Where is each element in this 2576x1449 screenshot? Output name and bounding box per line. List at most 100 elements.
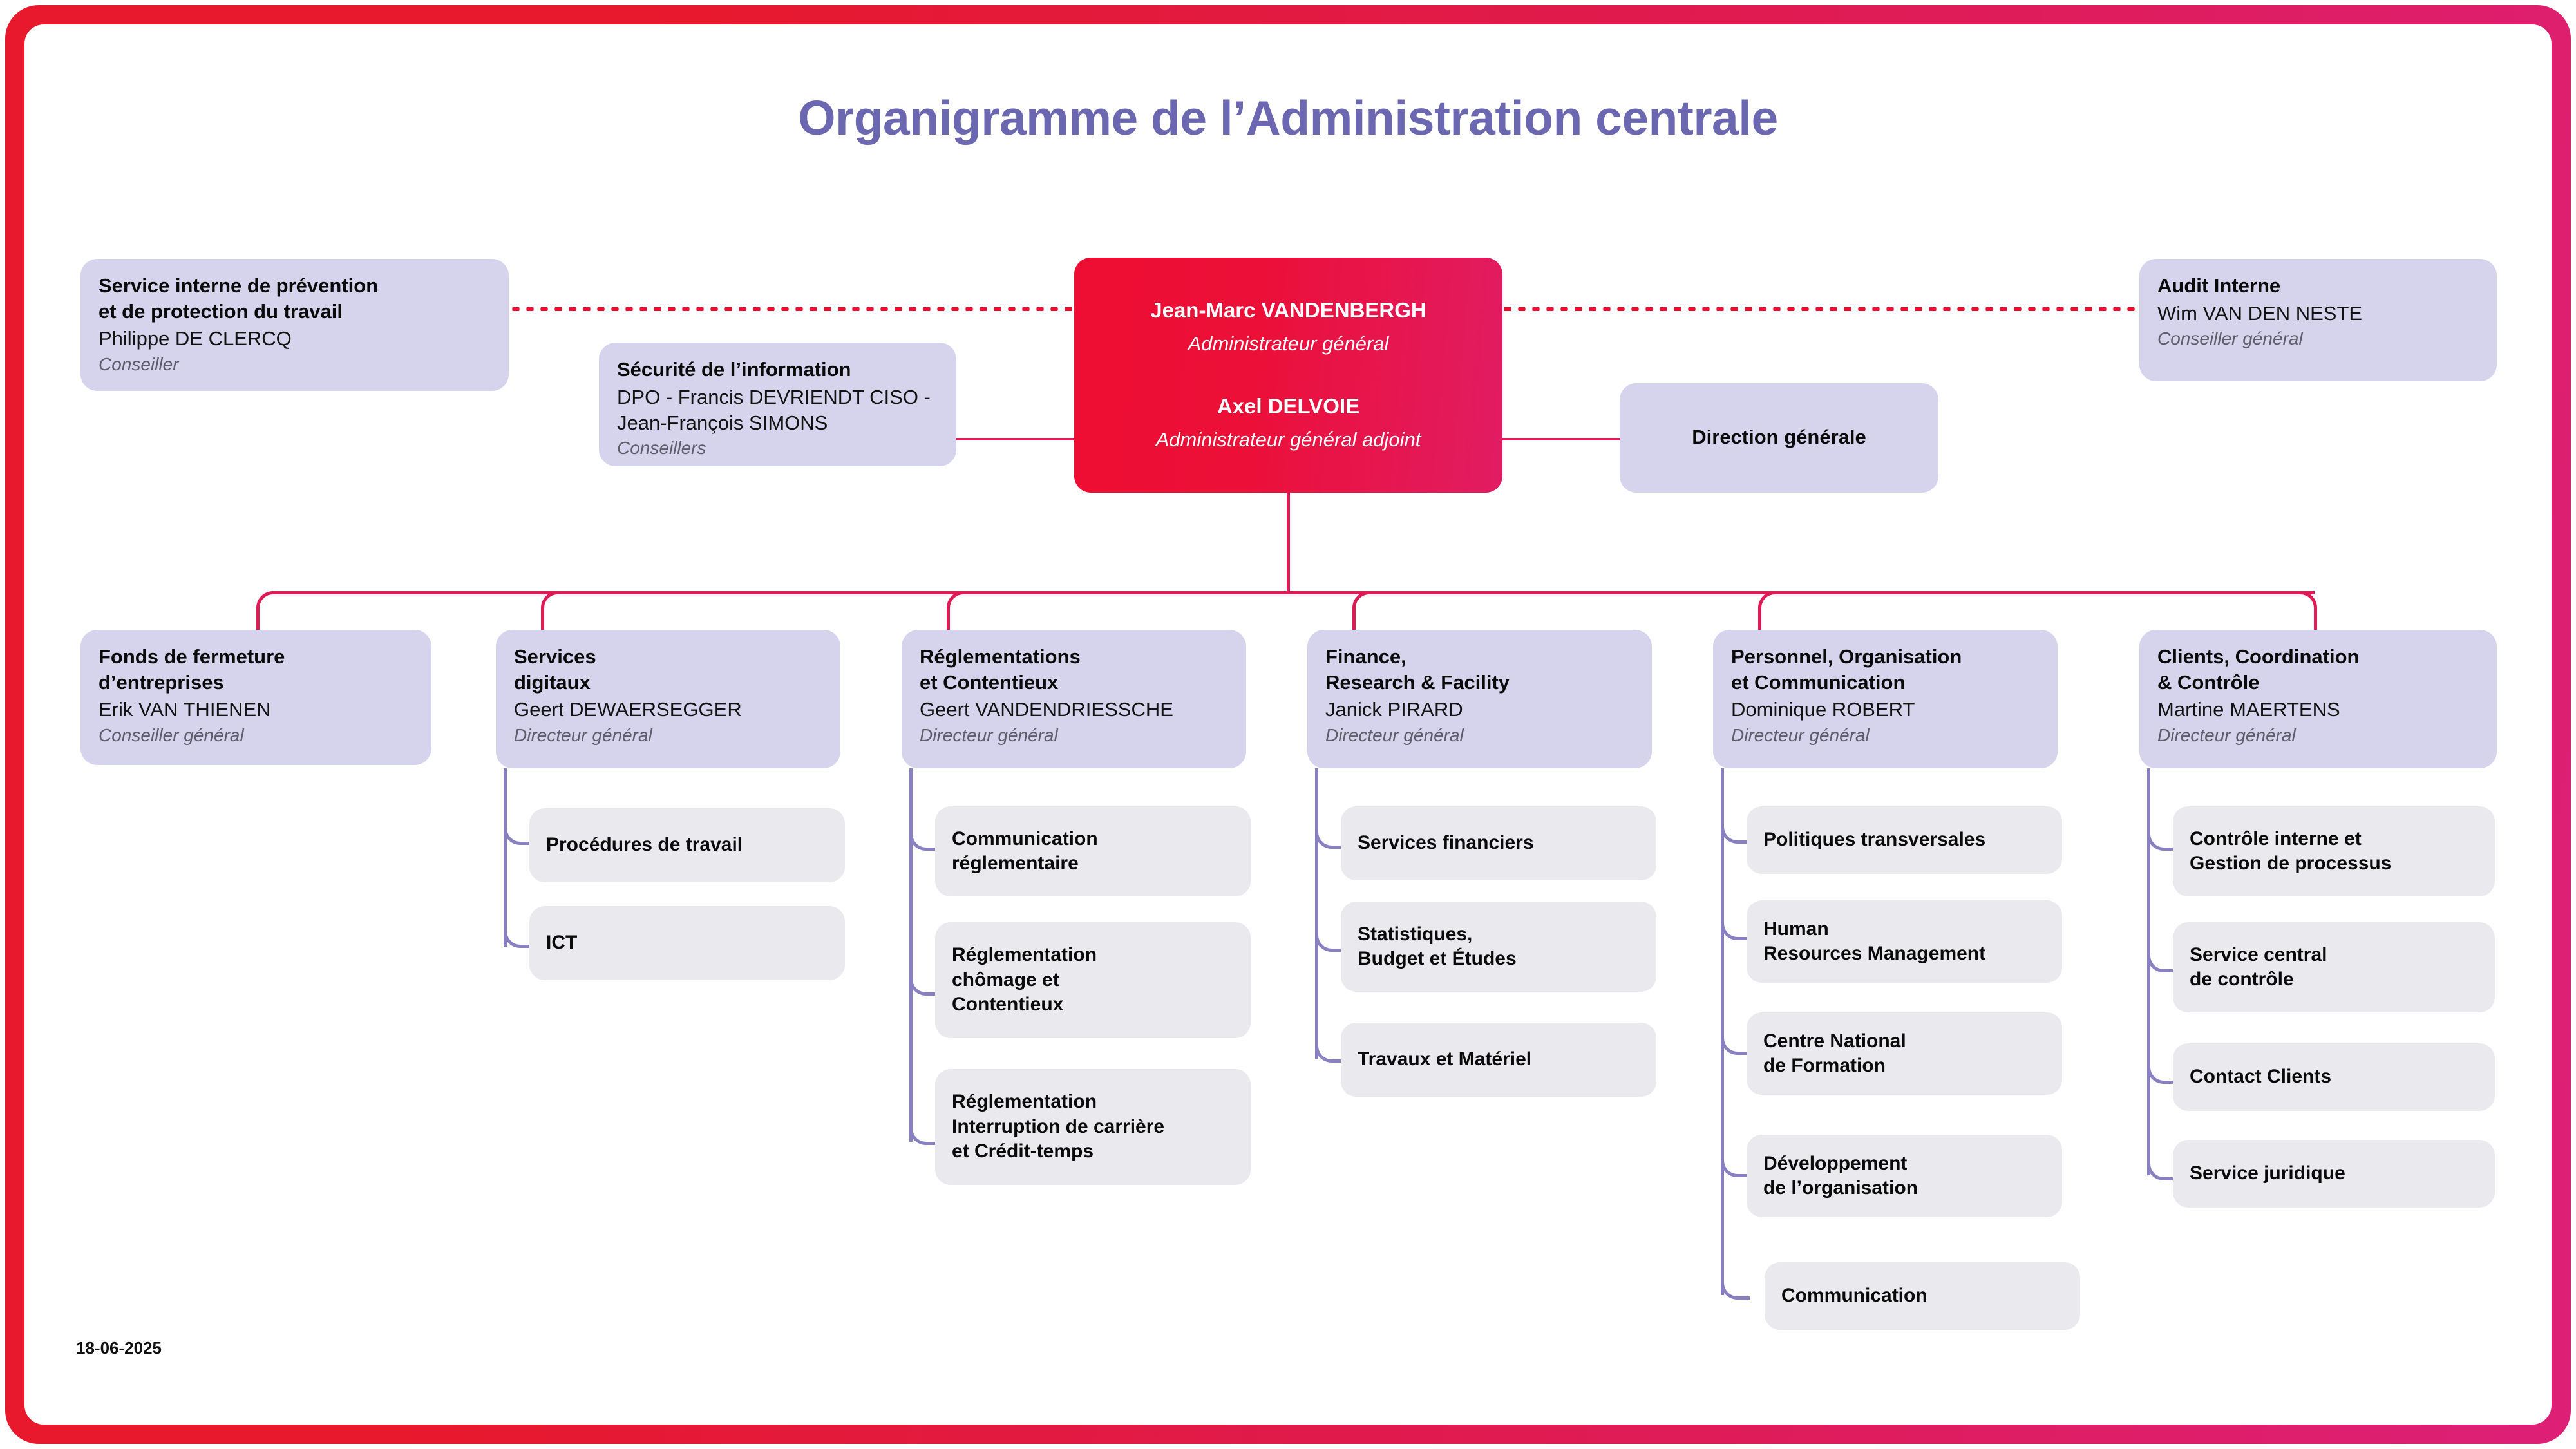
sub-department-4-child-0-label: Politiques transversales [1763, 829, 1986, 851]
sub-department-5-child-2[interactable]: Contact Clients [2173, 1043, 2495, 1111]
connector-security-to-central [953, 438, 1079, 440]
bus-bar [277, 591, 2315, 594]
node-direction-generale[interactable]: Direction générale [1620, 383, 1938, 493]
sub-department-4-child-4-label: Communication [1781, 1285, 1927, 1307]
sub-department-5-child-2-label: Contact Clients [2190, 1066, 2332, 1088]
node-department-2-role: Directeur général [920, 724, 1058, 745]
sub-department-4-child-2-label: Centre National de Formation [1763, 1030, 1906, 1076]
elbow-department-5-child-0 [2147, 800, 2176, 851]
node-audit-title: Audit Interne [2157, 274, 2281, 297]
node-prevention[interactable]: Service interne de prévention et de prot… [80, 259, 509, 391]
sub-department-3-child-1-label: Statistiques, Budget et Études [1358, 923, 1517, 969]
sub-department-4-child-2[interactable]: Centre National de Formation [1747, 1012, 2062, 1095]
sub-department-4-child-3-label: Développement de l’organisation [1763, 1152, 1918, 1198]
sub-department-3-child-1[interactable]: Statistiques, Budget et Études [1341, 902, 1656, 992]
elbow-department-4-child-3 [1721, 1127, 1750, 1177]
sub-department-3-child-2[interactable]: Travaux et Matériel [1341, 1023, 1656, 1097]
footer-date: 18-06-2025 [76, 1338, 162, 1358]
elbow-department-4-child-4 [1721, 1249, 1750, 1300]
sub-department-4-child-1[interactable]: Human Resources Management [1747, 900, 2062, 983]
node-department-0-title: Fonds de fermeture d’entreprises [99, 645, 285, 694]
node-department-0-person: Erik VAN THIENEN [99, 698, 271, 721]
node-prevention-role: Conseiller [99, 354, 179, 374]
sub-department-2-child-0-label: Communication réglementaire [952, 828, 1098, 874]
node-department-5-person: Martine MAERTENS [2157, 698, 2340, 721]
sub-department-2-child-0[interactable]: Communication réglementaire [935, 806, 1251, 896]
bus-drop-col2 [541, 591, 567, 630]
drop-col1 [256, 626, 259, 632]
central-admin-name: Jean-Marc VANDENBERGH [1150, 298, 1426, 322]
node-department-1[interactable]: Services digitaux Geert DEWAERSEGGER Dir… [496, 630, 840, 768]
node-central-administration[interactable]: Jean-Marc VANDENBERGH Administrateur gén… [1074, 258, 1502, 493]
elbow-department-1-child-0 [504, 799, 533, 845]
node-department-4[interactable]: Personnel, Organisation et Communication… [1713, 630, 2058, 768]
elbow-department-2-child-0 [909, 800, 938, 851]
drop-col6 [2315, 626, 2317, 632]
node-direction-generale-title: Direction générale [1692, 426, 1866, 449]
sub-department-4-child-1-label: Human Resources Management [1763, 918, 1986, 964]
node-prevention-title: Service interne de prévention et de prot… [99, 274, 379, 323]
sub-department-1-child-0[interactable]: Procédures de travail [529, 808, 845, 882]
bus-drop-col4 [1352, 591, 1378, 630]
elbow-department-3-child-1 [1315, 902, 1344, 952]
node-department-3[interactable]: Finance, Research & Facility Janick PIRA… [1307, 630, 1652, 768]
sub-department-3-child-0[interactable]: Services financiers [1341, 806, 1656, 880]
elbow-department-5-child-2 [2147, 1034, 2176, 1084]
elbow-department-4-child-1 [1721, 890, 1750, 940]
node-department-2[interactable]: Réglementations et Contentieux Geert VAN… [902, 630, 1246, 768]
sub-department-1-child-1-label: ICT [546, 932, 578, 954]
node-department-1-person: Geert DEWAERSEGGER [514, 698, 742, 721]
sub-department-5-child-0[interactable]: Contrôle interne et Gestion de processus [2173, 806, 2495, 896]
sub-department-3-child-2-label: Travaux et Matériel [1358, 1048, 1532, 1070]
elbow-department-1-child-1 [504, 902, 533, 948]
sub-department-5-child-3[interactable]: Service juridique [2173, 1140, 2495, 1208]
node-department-4-person: Dominique ROBERT [1731, 698, 1915, 721]
elbow-department-3-child-2 [1315, 1012, 1344, 1063]
node-department-2-person: Geert VANDENDRIESSCHE [920, 698, 1173, 721]
elbow-department-5-child-1 [2147, 922, 2176, 972]
node-security-person: DPO - Francis DEVRIENDT CISO - Jean-Fran… [617, 385, 931, 434]
sub-department-1-child-1[interactable]: ICT [529, 906, 845, 980]
bus-drop-col3 [947, 591, 972, 630]
node-department-1-role: Directeur général [514, 724, 652, 745]
node-security-role: Conseillers [617, 438, 706, 459]
bus-corner-right [2291, 591, 2317, 630]
sub-department-4-child-4[interactable]: Communication [1765, 1262, 2080, 1330]
sub-department-5-child-0-label: Contrôle interne et Gestion de processus [2190, 828, 2392, 874]
node-department-4-title: Personnel, Organisation et Communication [1731, 645, 1962, 694]
sub-department-5-child-1[interactable]: Service central de contrôle [2173, 922, 2495, 1012]
node-department-5-role: Directeur général [2157, 724, 2296, 745]
sub-department-2-child-2[interactable]: Réglementation Interruption de carrière … [935, 1069, 1251, 1185]
node-audit-person: Wim VAN DEN NESTE [2157, 301, 2363, 325]
connector-central-to-direction [1501, 438, 1620, 440]
node-department-1-title: Services digitaux [514, 645, 596, 694]
node-department-0[interactable]: Fonds de fermeture d’entreprises Erik VA… [80, 630, 431, 765]
connector-prevention-to-central [509, 307, 1075, 311]
node-audit-role: Conseiller général [2157, 328, 2303, 348]
node-department-3-person: Janick PIRARD [1325, 698, 1463, 721]
elbow-department-5-child-3 [2147, 1130, 2176, 1180]
node-audit[interactable]: Audit Interne Wim VAN DEN NESTE Conseill… [2139, 259, 2497, 381]
sub-department-3-child-0-label: Services financiers [1358, 832, 1534, 854]
node-department-5[interactable]: Clients, Coordination & Contrôle Martine… [2139, 630, 2497, 768]
node-department-2-title: Réglementations et Contentieux [920, 645, 1081, 694]
node-department-4-role: Directeur général [1731, 724, 1870, 745]
connector-central-to-audit [1501, 307, 2145, 311]
connector-central-stem [1287, 493, 1290, 592]
node-security-title: Sécurité de l’information [617, 358, 851, 381]
node-security[interactable]: Sécurité de l’information DPO - Francis … [599, 343, 956, 466]
central-deputy-role: Administrateur général adjoint [1155, 428, 1421, 451]
spine-department-1 [504, 768, 507, 947]
sub-department-5-child-3-label: Service juridique [2190, 1162, 2345, 1184]
node-department-0-role: Conseiller général [99, 724, 244, 745]
node-department-3-role: Directeur général [1325, 724, 1464, 745]
sub-department-2-child-1[interactable]: Réglementation chômage et Contentieux [935, 922, 1251, 1038]
page-title: Organigramme de l’Administration central… [798, 91, 1778, 145]
sub-department-4-child-3[interactable]: Développement de l’organisation [1747, 1135, 2062, 1217]
drop-col4 [1352, 626, 1355, 632]
sub-department-4-child-0[interactable]: Politiques transversales [1747, 806, 2062, 874]
sub-department-1-child-0-label: Procédures de travail [546, 834, 743, 856]
node-prevention-person: Philippe DE CLERCQ [99, 327, 292, 350]
